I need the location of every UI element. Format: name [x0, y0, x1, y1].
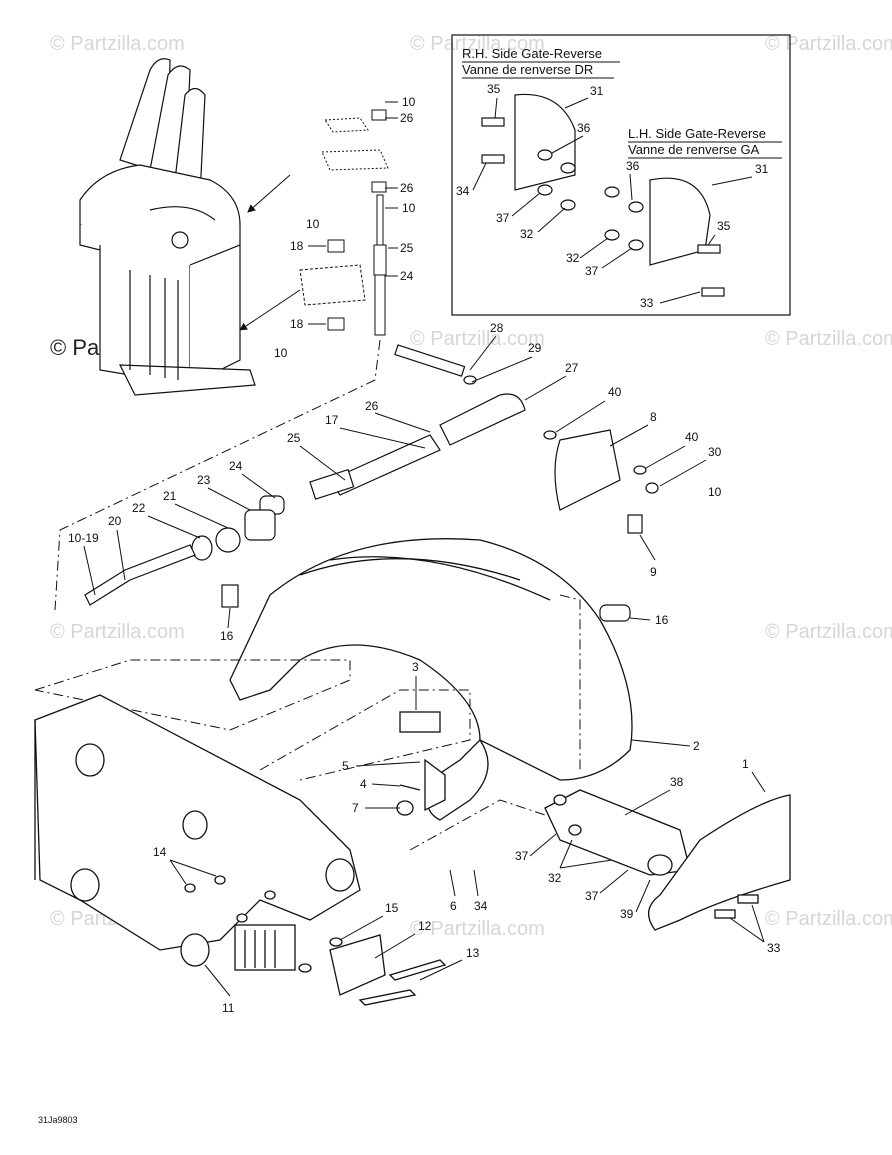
- part-number: 37: [496, 211, 510, 225]
- part-number: 37: [585, 264, 599, 278]
- watermark: © Partzilla.com: [765, 33, 892, 55]
- part-number: 16: [655, 613, 669, 627]
- part-number: 8: [650, 410, 657, 424]
- part-number: 26: [365, 399, 379, 413]
- part-number: 31: [590, 84, 604, 98]
- part-number: 33: [767, 941, 781, 955]
- part-number: 38: [670, 775, 684, 789]
- part-number: 4: [360, 777, 367, 791]
- lh-gate-reverse-part: [604, 177, 725, 297]
- part-number: 5: [342, 759, 349, 773]
- part-number: 33: [640, 296, 654, 310]
- part-number: 10: [306, 217, 320, 231]
- part-number: 16: [220, 629, 234, 643]
- part-number: 15: [385, 901, 399, 915]
- part-number: 29: [528, 341, 542, 355]
- part-number: 10: [274, 346, 288, 360]
- callout-arrow: [247, 174, 291, 213]
- watermark: © Partzilla.com: [765, 328, 892, 350]
- part-number: 30: [708, 445, 722, 459]
- part-number: 6: [450, 899, 457, 913]
- leader-lines: [83, 97, 766, 997]
- part-number: 34: [474, 899, 488, 913]
- part-number: 7: [352, 801, 359, 815]
- part-number: 37: [585, 889, 599, 903]
- pump-housing-illustration: [34, 694, 447, 1006]
- part-number: 17: [325, 413, 339, 427]
- part-number: 10: [402, 95, 416, 109]
- part-number: 26: [400, 181, 414, 195]
- part-number: 14: [153, 845, 167, 859]
- drawing-reference-code: 31Ja9803: [38, 1115, 78, 1125]
- watermark: © Partzilla.com: [765, 621, 892, 643]
- part-number: 10: [708, 485, 722, 499]
- part-number: 32: [548, 871, 562, 885]
- cable-adjuster-stack: [299, 109, 389, 336]
- part-number: 40: [608, 385, 622, 399]
- cable-linkage: [84, 344, 659, 622]
- part-number: 26: [400, 111, 414, 125]
- part-number: 1: [742, 757, 749, 771]
- inset-box: [451, 34, 791, 316]
- part-number: 18: [290, 239, 304, 253]
- control-box-illustration: [79, 58, 256, 396]
- part-number: 24: [229, 459, 243, 473]
- watermark: © Partzilla.com: [50, 621, 185, 643]
- reverse-gate-illustration: [229, 538, 633, 821]
- part-number: 25: [400, 241, 414, 255]
- part-number: 35: [717, 219, 731, 233]
- part-number: 3: [412, 660, 419, 674]
- part-number: 18: [290, 317, 304, 331]
- part-number: 32: [566, 251, 580, 265]
- part-number: 13: [466, 946, 480, 960]
- part-number: 20: [108, 514, 122, 528]
- part-number: 27: [565, 361, 579, 375]
- part-number: 11: [222, 1001, 235, 1015]
- watermark: © Partzilla.com: [410, 918, 545, 940]
- part-number: 22: [132, 501, 146, 515]
- cable-routing-line: [54, 339, 381, 611]
- part-number: 10: [402, 201, 416, 215]
- part-number: 40: [685, 430, 699, 444]
- part-number: 2: [693, 739, 700, 753]
- part-number: 10-19: [68, 531, 99, 545]
- watermark: © Partzilla.com: [410, 33, 545, 55]
- watermark: © Partzilla.com: [765, 908, 892, 930]
- part-number: 35: [487, 82, 501, 96]
- part-number: 12: [418, 919, 432, 933]
- rh-gate-reverse-part: [481, 93, 576, 211]
- watermark: © Partzilla.com: [410, 328, 545, 350]
- part-number: 34: [456, 184, 470, 198]
- inset-rh-title: R.H. Side Gate-Reverse: [462, 46, 602, 61]
- part-number: 36: [577, 121, 591, 135]
- part-number: 39: [620, 907, 634, 921]
- part-number: 36: [626, 159, 640, 173]
- callout-arrow: [239, 289, 301, 331]
- watermark: © Partzilla.com: [50, 33, 185, 55]
- part-number: 9: [650, 565, 657, 579]
- inset-rh-subtitle: Vanne de renverse DR: [462, 62, 593, 77]
- part-number: 24: [400, 269, 414, 283]
- part-number: 28: [490, 321, 504, 335]
- part-number: 21: [163, 489, 177, 503]
- inset-lh-subtitle: Vanne de renverse GA: [628, 142, 760, 157]
- part-number: 31: [755, 162, 769, 176]
- part-number-callouts: 10 26 26 10 10 18 25 24 18 10 35 31 36 3…: [68, 82, 781, 1015]
- part-number: 37: [515, 849, 529, 863]
- part-number: 25: [287, 431, 301, 445]
- part-number: 32: [520, 227, 534, 241]
- part-number: 23: [197, 473, 211, 487]
- inset-lh-title: L.H. Side Gate-Reverse: [628, 126, 766, 141]
- pivot-arm-illustration: [544, 789, 791, 931]
